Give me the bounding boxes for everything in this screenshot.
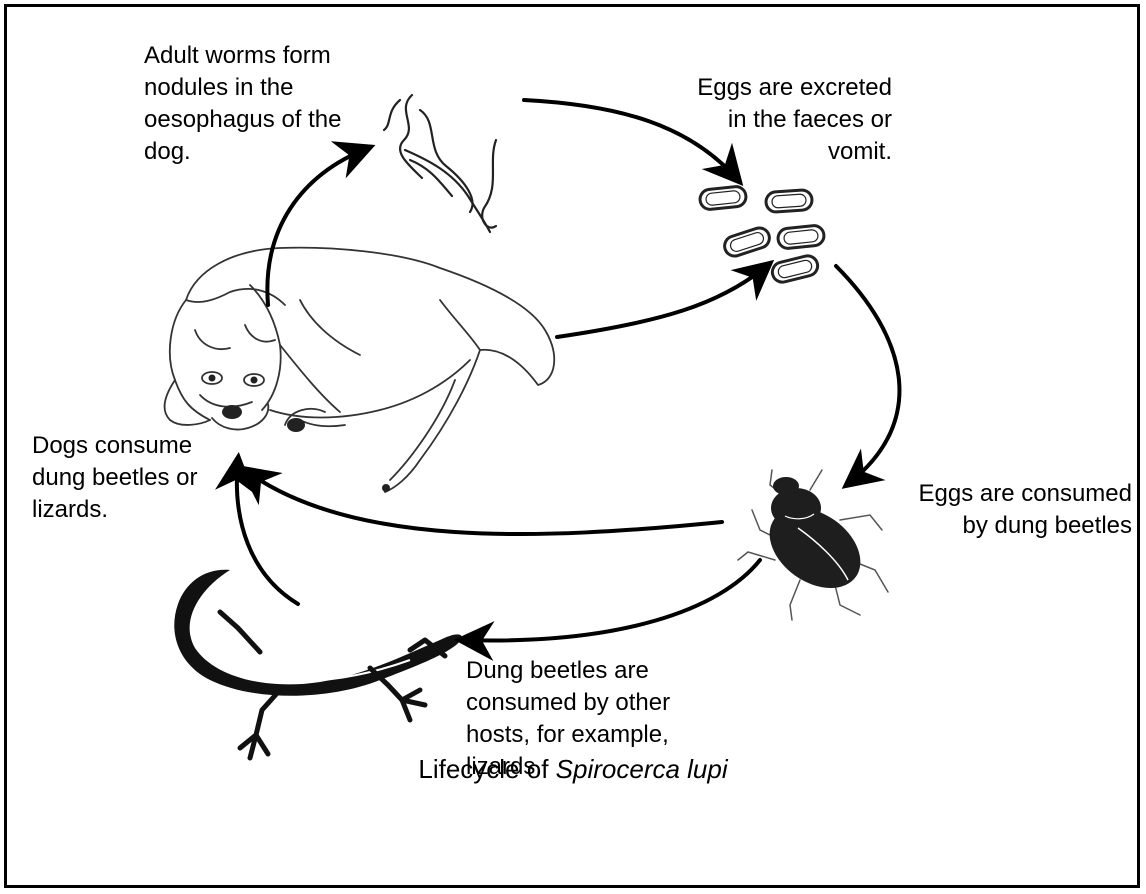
arrow-eggs-to-beetle xyxy=(836,266,899,484)
diagram-title: Lifecycle of Spirocerca lupi xyxy=(0,753,1146,785)
label-eggs-consumed: Eggs are consumed by dung beetles xyxy=(840,478,1132,542)
arrow-beetle-to-lizard xyxy=(462,560,760,640)
title-prefix: Lifecycle of xyxy=(418,754,555,784)
label-dogs-consume: Dogs consume dung beetles or lizards. xyxy=(32,430,197,526)
lizard-illustration xyxy=(174,570,462,758)
dog-illustration xyxy=(165,248,555,492)
label-eggs-excreted: Eggs are excreted in the faeces or vomit… xyxy=(600,72,892,168)
arrow-beetle-to-dog xyxy=(245,470,722,534)
title-species: Spirocerca lupi xyxy=(556,754,728,784)
adult-worms-illustration xyxy=(384,95,496,232)
arrow-lizard-to-dog xyxy=(237,460,298,604)
label-adult-worms: Adult worms form nodules in the oesophag… xyxy=(144,40,342,168)
arrow-dog-to-worms xyxy=(267,148,368,305)
arrow-dog-to-eggs xyxy=(557,265,768,337)
